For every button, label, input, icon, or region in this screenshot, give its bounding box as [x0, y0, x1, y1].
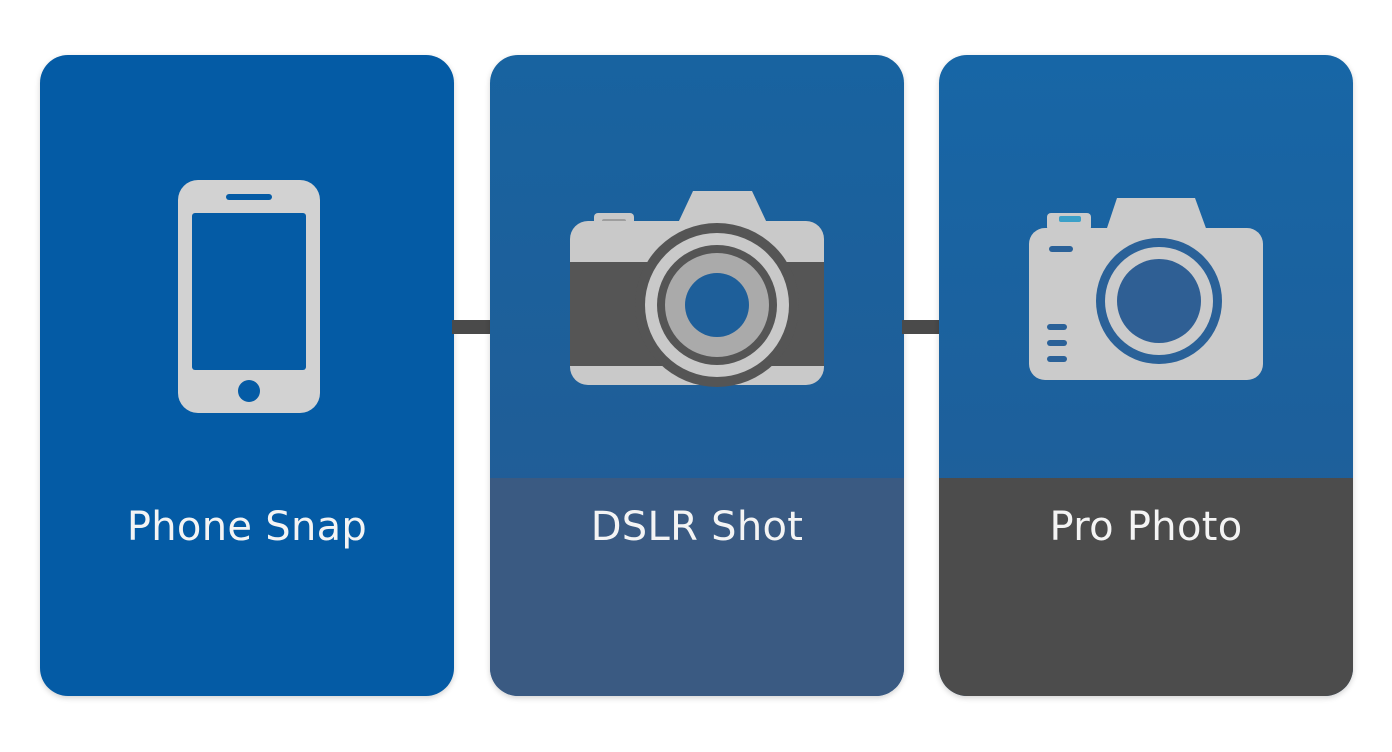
- step-label: Phone Snap: [126, 504, 368, 550]
- step-card-dslr-shot: DSLR Shot: [490, 55, 904, 696]
- card-footer-band: [490, 478, 904, 696]
- step-label: DSLR Shot: [590, 504, 804, 550]
- step-card-pro-photo: Pro Photo: [939, 55, 1353, 696]
- dslr-camera-icon: [570, 191, 824, 387]
- pro-camera-icon: [1029, 198, 1263, 380]
- step-card-phone-snap: Phone Snap: [40, 55, 454, 696]
- step-label: Pro Photo: [1049, 504, 1243, 550]
- smartphone-icon: [178, 180, 320, 413]
- card-footer-band: [939, 478, 1353, 696]
